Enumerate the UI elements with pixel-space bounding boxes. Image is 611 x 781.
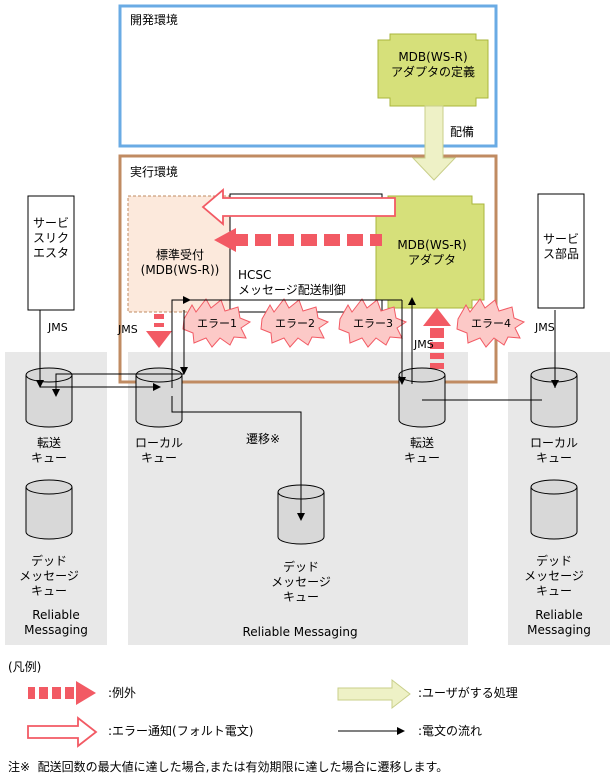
- jms-label-adapter: JMS: [414, 338, 434, 351]
- message-flow-lines: [36, 296, 559, 521]
- error-2-star: [260, 298, 330, 348]
- dev-env-title: 開発環境: [130, 13, 179, 27]
- queue-cylinders: [25, 367, 578, 545]
- reliable-messaging-right-label: Reliable Messaging: [527, 608, 591, 637]
- jms-label-reception: JMS: [118, 323, 138, 336]
- legend-error-notification-symbol: [27, 716, 98, 748]
- reception-label: 標準受付 (MDB(WS-R)): [140, 248, 220, 277]
- exception-arrow-down: [146, 314, 172, 348]
- local-queue-left: [135, 367, 183, 428]
- error-2-label: エラー2: [275, 317, 315, 330]
- error-4-star: [456, 298, 526, 348]
- local-queue-right: [530, 367, 578, 428]
- error-3-star: [338, 298, 408, 348]
- transfer-queue-left: [25, 367, 73, 428]
- legend-message-flow-label: :電文の流れ: [418, 724, 483, 738]
- deploy-arrow: [411, 105, 457, 181]
- dead-queue-right: [530, 479, 578, 540]
- transition-label: 遷移※: [246, 432, 281, 446]
- reliable-messaging-left-label: Reliable Messaging: [24, 608, 88, 637]
- dead-queue-right-label: デッド メッセージ キュー: [524, 554, 584, 598]
- exec-env-box: [118, 154, 498, 384]
- error-notification-arrow: [201, 188, 396, 226]
- adapter-label: MDB(WS-R) アダプタ: [397, 238, 467, 267]
- jms-label-service: JMS: [535, 321, 555, 334]
- legend-exception-label: :例外: [108, 686, 137, 700]
- footnote: 注※ 配送回数の最大値に達した場合,または有効期限に達した場合に遷移します。: [8, 760, 449, 774]
- transfer-queue-left-label: 転送 キュー: [30, 436, 67, 465]
- dead-queue-left-label: デッド メッセージ キュー: [19, 554, 79, 598]
- transfer-queue-right-label: 転送 キュー: [403, 436, 440, 465]
- jms-label-requester: JMS: [48, 321, 68, 334]
- service-component-label: サービ ス部品: [542, 232, 579, 261]
- exception-arrow-horizontal: [214, 228, 382, 252]
- error-3-label: エラー3: [353, 317, 393, 330]
- hcsc-label: HCSC メッセージ配送制御: [238, 268, 346, 297]
- adapter-definition-label: MDB(WS-R) アダプタの定義: [390, 50, 475, 79]
- deploy-label: 配備: [450, 125, 475, 139]
- local-queue-right-label: ローカル キュー: [529, 436, 578, 465]
- dead-queue-center-label: デッド メッセージ キュー: [271, 560, 331, 604]
- exception-arrow-up: [423, 308, 451, 369]
- transfer-queue-right: [398, 367, 446, 428]
- legend-error-notification-label: :エラー通知(フォルト電文): [108, 724, 254, 738]
- adapter-definition-shape: [377, 33, 489, 107]
- reliable-messaging-center-label: Reliable Messaging: [242, 625, 358, 639]
- legend-exception-symbol: [28, 681, 96, 705]
- error-1-label: エラー1: [197, 317, 237, 330]
- legend-user-process-symbol: [337, 678, 411, 710]
- exec-env-title: 実行環境: [130, 165, 179, 179]
- error-1-star: [182, 298, 252, 348]
- local-queue-left-label: ローカル キュー: [134, 436, 183, 465]
- error-4-label: エラー4: [471, 317, 511, 330]
- service-component-box: [537, 193, 585, 309]
- legend-user-process-label: :ユーザがする処理: [418, 686, 518, 700]
- legend-title: (凡例): [8, 660, 42, 674]
- requester-label: サービ スリク エスタ: [32, 216, 69, 260]
- error-stars: [182, 298, 526, 348]
- service-requester-box: [27, 195, 75, 311]
- dead-queue-left: [25, 479, 73, 540]
